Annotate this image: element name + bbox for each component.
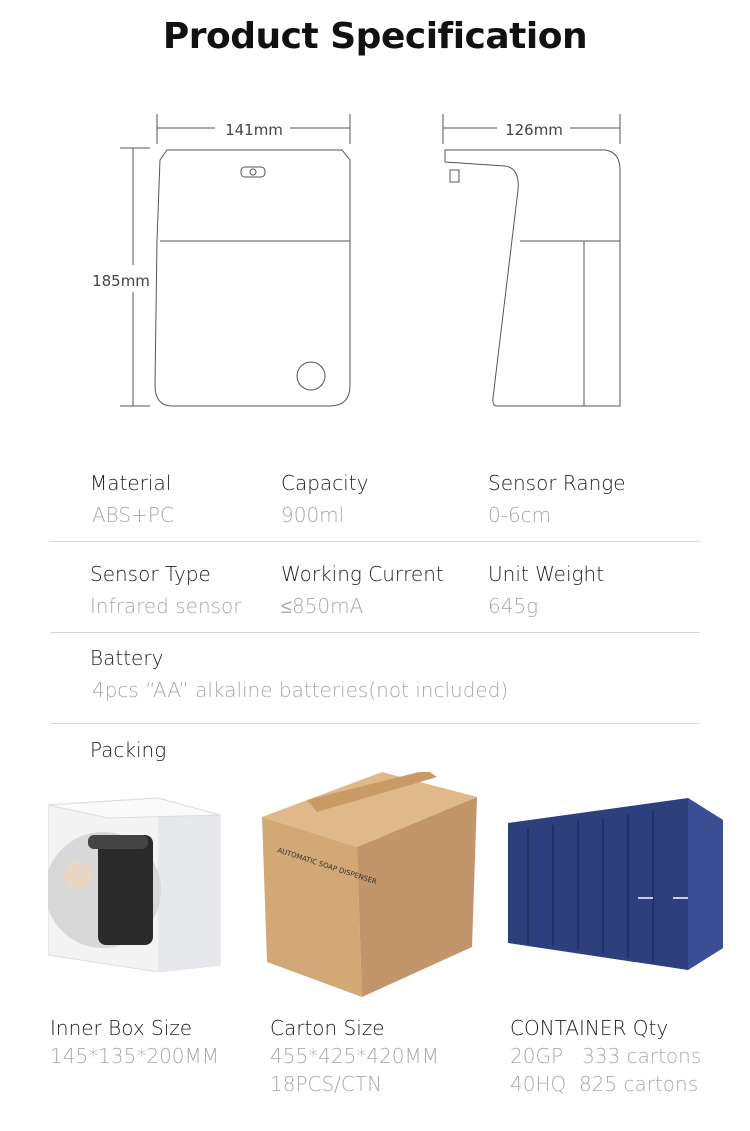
capacity-value: 900ml (281, 503, 345, 527)
front-width-label: 141mm (225, 121, 283, 139)
material-label: Material (90, 471, 172, 495)
page-title: Product Specification (162, 16, 588, 57)
dimension-drawings: 141mm 185mm 126mm (92, 114, 621, 407)
carton-quantity: 18PCS/CTN (270, 1072, 383, 1096)
sensor-type-value: Infrared sensor (90, 594, 242, 618)
carton-label: Carton Size (270, 1016, 385, 1040)
battery-label: Battery (90, 646, 164, 670)
divider (50, 541, 700, 542)
sensor-range-label: Sensor Range (488, 471, 626, 495)
working-current-label: Working Current (281, 562, 444, 586)
container-image (508, 798, 723, 970)
inner-box-image (48, 797, 221, 972)
material-value: ABS+PC (92, 503, 174, 527)
capacity-label: Capacity (281, 471, 369, 495)
sensor-type-label: Sensor Type (90, 562, 211, 586)
divider (50, 723, 700, 724)
packing-heading: Packing (90, 738, 167, 762)
working-current-value: ≤850mA (281, 594, 364, 618)
sensor-range-value: 0-6cm (488, 503, 552, 527)
battery-value: 4pcs “AA” alkaline batteries(not include… (92, 678, 509, 702)
side-view-drawing (442, 114, 621, 407)
unit-weight-label: Unit Weight (488, 562, 605, 586)
inner-box-value: 145*135*200MM (50, 1044, 220, 1068)
container-20gp: 20GP 333 cartons (510, 1044, 702, 1068)
unit-weight-value: 645g (488, 594, 539, 618)
inner-box-label: Inner Box Size (50, 1016, 193, 1040)
height-label: 185mm (92, 272, 150, 290)
front-view-drawing (120, 114, 351, 407)
carton-image: AUTOMATIC SOAP DISPENSER (262, 772, 477, 997)
carton-value: 455*425*420MM (270, 1044, 440, 1068)
container-label: CONTAINER Qty (510, 1016, 669, 1040)
side-width-label: 126mm (505, 121, 563, 139)
container-40hq: 40HQ 825 cartons (510, 1072, 699, 1096)
divider (50, 632, 700, 633)
